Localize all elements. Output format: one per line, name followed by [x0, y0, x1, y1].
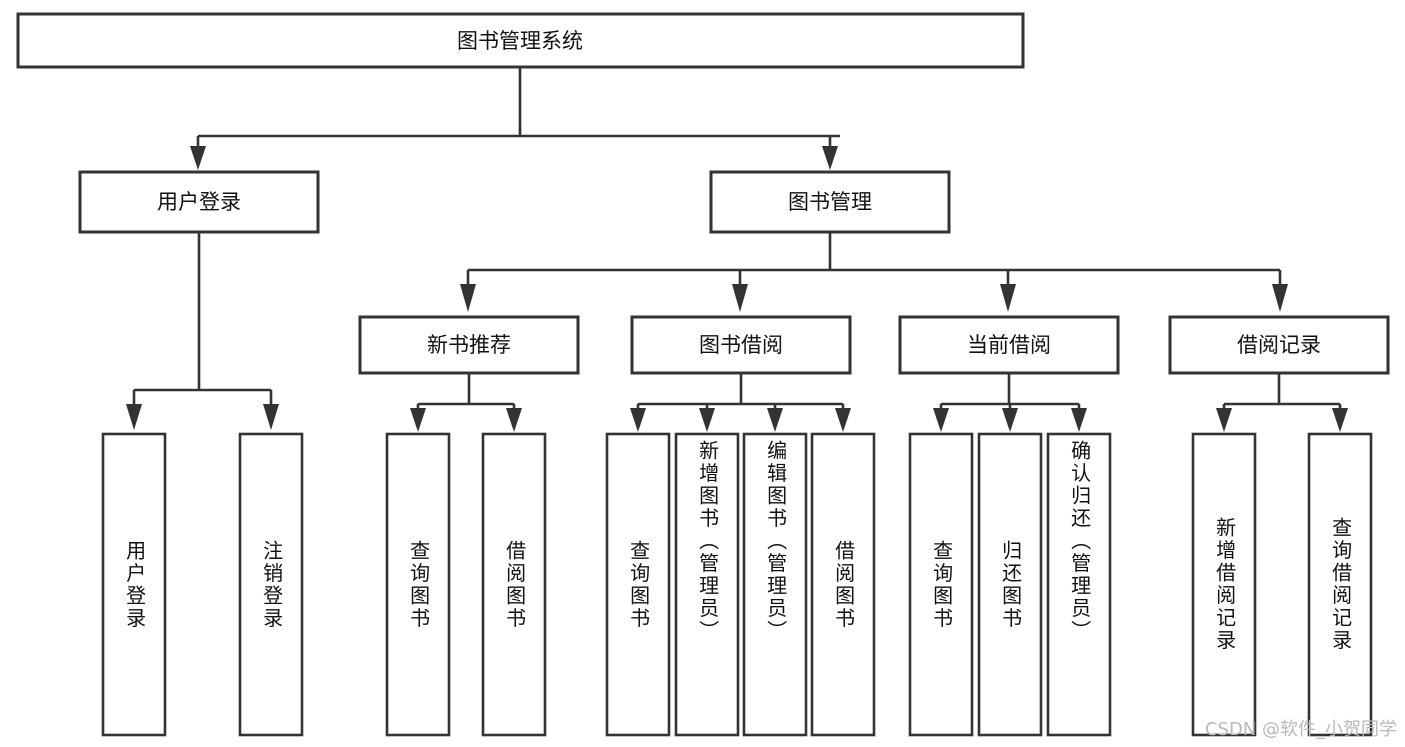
- node-current-borrow[interactable]: 当前借阅: [898, 315, 1120, 375]
- node-borrow-record[interactable]: 借阅记录: [1168, 315, 1390, 375]
- arrow-head-leaf-borrow-book-1: [506, 408, 522, 432]
- leaf-edit-book-admin-box[interactable]: [742, 432, 808, 737]
- csdn-watermark: CSDN @软件_小贺同学: [1204, 719, 1397, 740]
- arrow-head-leaf-query-book-2: [630, 408, 646, 432]
- node-user-login-label: 用户登录: [157, 190, 241, 214]
- arrow-head-leaf-edit-book-admin: [767, 408, 783, 432]
- connector-current-borrow-to-leaves: [933, 373, 1087, 432]
- arrow-head-leaf-borrow-book-2: [835, 408, 851, 432]
- node-book-borrow-box: [630, 315, 852, 375]
- arrow-head-new-book-recommend: [460, 284, 476, 312]
- arrow-head-book-manage: [822, 146, 838, 170]
- connector-book-borrow-to-leaves: [630, 373, 851, 432]
- node-book-borrow[interactable]: 图书借阅: [630, 315, 852, 375]
- leaf-borrow-book-1-box[interactable]: [481, 432, 547, 737]
- arrow-head-leaf-user-login: [126, 404, 142, 430]
- leaf-user-login-box[interactable]: [101, 432, 167, 737]
- arrow-head-leaf-query-book-1: [410, 408, 426, 432]
- arrow-head-leaf-return-book: [1002, 408, 1018, 432]
- leaf-query-book-2-box[interactable]: [605, 432, 671, 737]
- arrow-head-leaf-add-borrow-record: [1216, 408, 1232, 432]
- node-root-box: [16, 12, 1025, 69]
- arrow-head-leaf-user-logout: [263, 404, 279, 430]
- node-book-manage-box: [709, 170, 951, 234]
- node-new-book-recommend[interactable]: 新书推荐: [358, 315, 580, 375]
- leaf-query-borrow-record-box[interactable]: [1307, 432, 1373, 737]
- leaf-boxes: [101, 432, 1373, 737]
- arrow-head-leaf-query-book-3: [933, 408, 949, 432]
- arrow-head-user-login: [190, 146, 206, 170]
- leaf-add-book-admin-box[interactable]: [674, 432, 740, 737]
- leaf-add-borrow-record-box[interactable]: [1191, 432, 1257, 737]
- connector-root-to-level2: [190, 67, 840, 170]
- connector-user-login-to-leaves: [126, 232, 279, 430]
- leaf-query-book-1-box[interactable]: [385, 432, 451, 737]
- node-borrow-record-label: 借阅记录: [1237, 333, 1321, 357]
- node-root[interactable]: 图书管理系统: [16, 12, 1025, 69]
- leaf-user-logout-box[interactable]: [238, 432, 304, 737]
- node-book-manage-label: 图书管理: [788, 190, 872, 214]
- node-book-borrow-label: 图书借阅: [699, 333, 783, 357]
- leaf-query-book-3-box[interactable]: [908, 432, 974, 737]
- connector-book-manage-to-level3: [460, 232, 1288, 312]
- leaf-borrow-book-2-box[interactable]: [810, 432, 876, 737]
- arrow-head-leaf-add-book-admin: [699, 408, 715, 432]
- connector-borrow-record-to-leaves: [1216, 373, 1348, 432]
- node-new-book-recommend-box: [358, 315, 580, 375]
- node-borrow-record-box: [1168, 315, 1390, 375]
- node-book-manage[interactable]: 图书管理: [709, 170, 951, 234]
- arrow-head-book-borrow: [732, 284, 748, 312]
- arrow-head-borrow-record: [1272, 284, 1288, 312]
- node-current-borrow-box: [898, 315, 1120, 375]
- node-user-login[interactable]: 用户登录: [78, 170, 320, 234]
- node-new-book-recommend-label: 新书推荐: [427, 333, 511, 357]
- node-root-label: 图书管理系统: [457, 29, 583, 53]
- node-current-borrow-label: 当前借阅: [967, 333, 1051, 357]
- arrow-head-current-borrow: [1000, 284, 1016, 312]
- arrow-head-leaf-query-borrow-record: [1332, 408, 1348, 432]
- arrow-head-leaf-confirm-return-admin: [1071, 408, 1087, 432]
- leaf-confirm-return-admin-box[interactable]: [1046, 432, 1112, 737]
- leaf-return-book-box[interactable]: [977, 432, 1043, 737]
- connector-new-book-recommend-to-leaves: [410, 373, 522, 432]
